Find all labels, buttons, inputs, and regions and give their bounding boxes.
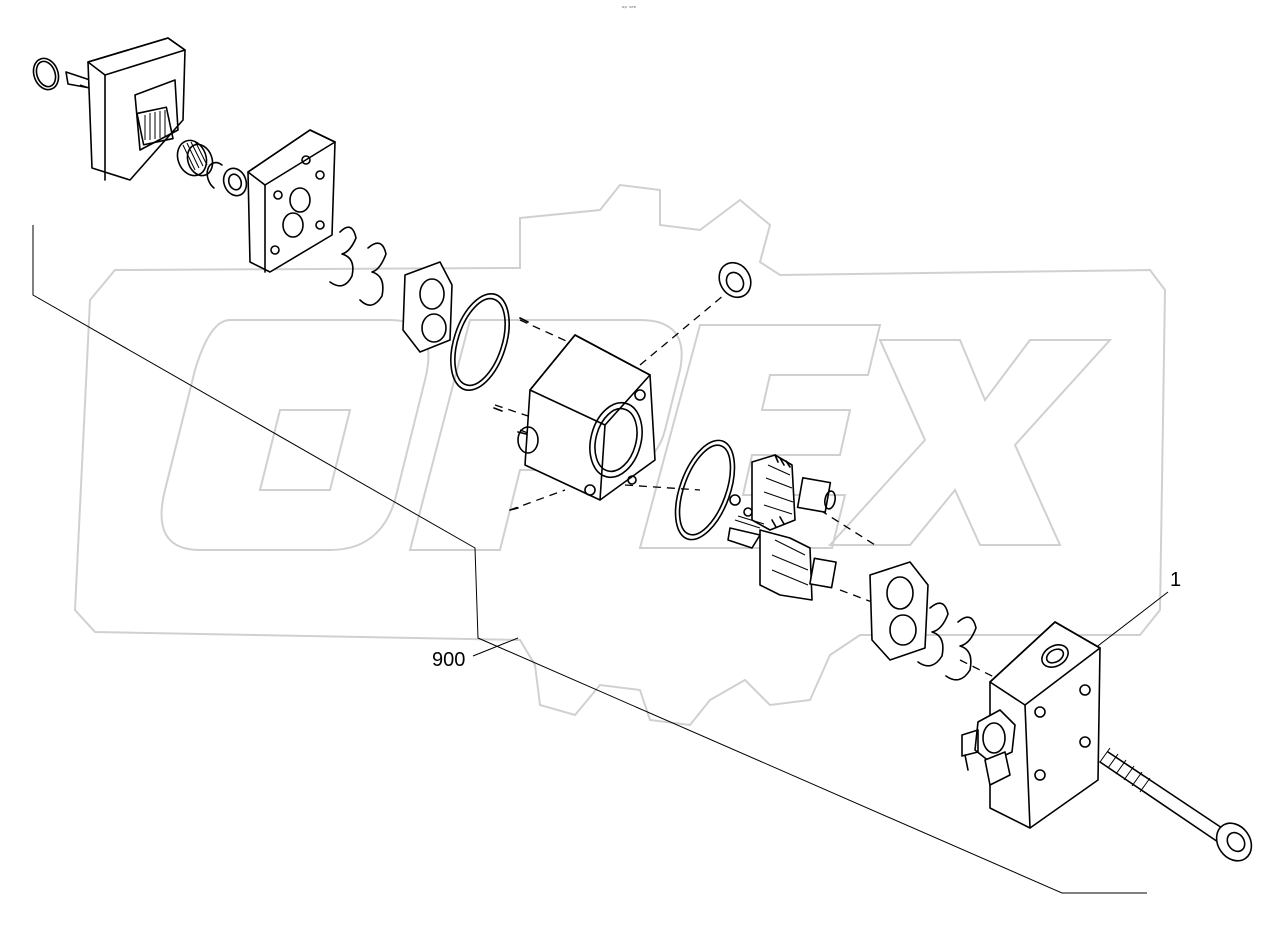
rear-cover-block — [87, 37, 186, 181]
valve-block — [961, 621, 1101, 829]
retainer-spring-b — [359, 242, 387, 306]
callout-assembly-900: 900 — [432, 649, 466, 671]
driven-gear — [751, 454, 836, 531]
retainer-spring-a — [329, 226, 357, 287]
o-ring-small — [32, 57, 60, 91]
assembly-bracket-line — [32, 225, 1147, 894]
seal-bit-b — [743, 507, 753, 517]
callout-part-1: 1 — [1170, 569, 1182, 591]
leader-900 — [472, 637, 519, 657]
o-ring-large-right — [674, 439, 736, 541]
drive-shaft-gear — [727, 515, 837, 601]
watermark-letter-x — [827, 339, 1113, 546]
o-ring-large-left — [450, 292, 510, 392]
header-mark: ᵒᵖ ˢᵉᵉ — [622, 5, 637, 12]
leader-1 — [1089, 591, 1169, 653]
watermark-letter-o — [160, 319, 430, 551]
screw-plug — [718, 261, 752, 299]
leader-lines — [32, 225, 1169, 894]
small-screw — [65, 71, 91, 89]
bearing-block-left — [402, 261, 453, 353]
seal-bit-a — [729, 494, 741, 506]
retainer-spring-d — [945, 616, 977, 681]
housing-port — [517, 426, 539, 454]
flange-plate — [247, 129, 336, 273]
retainer-spring-c — [917, 602, 949, 667]
watermark-letter-e — [638, 324, 882, 549]
snap-ring — [206, 161, 223, 189]
roller-bearing — [176, 139, 214, 177]
long-bolt — [1099, 747, 1253, 862]
watermark-gear — [73, 183, 1167, 727]
shaft-seal — [222, 167, 248, 197]
bearing-block-right — [869, 561, 929, 661]
pump-housing — [517, 334, 656, 501]
dowel-pins — [493, 317, 529, 511]
